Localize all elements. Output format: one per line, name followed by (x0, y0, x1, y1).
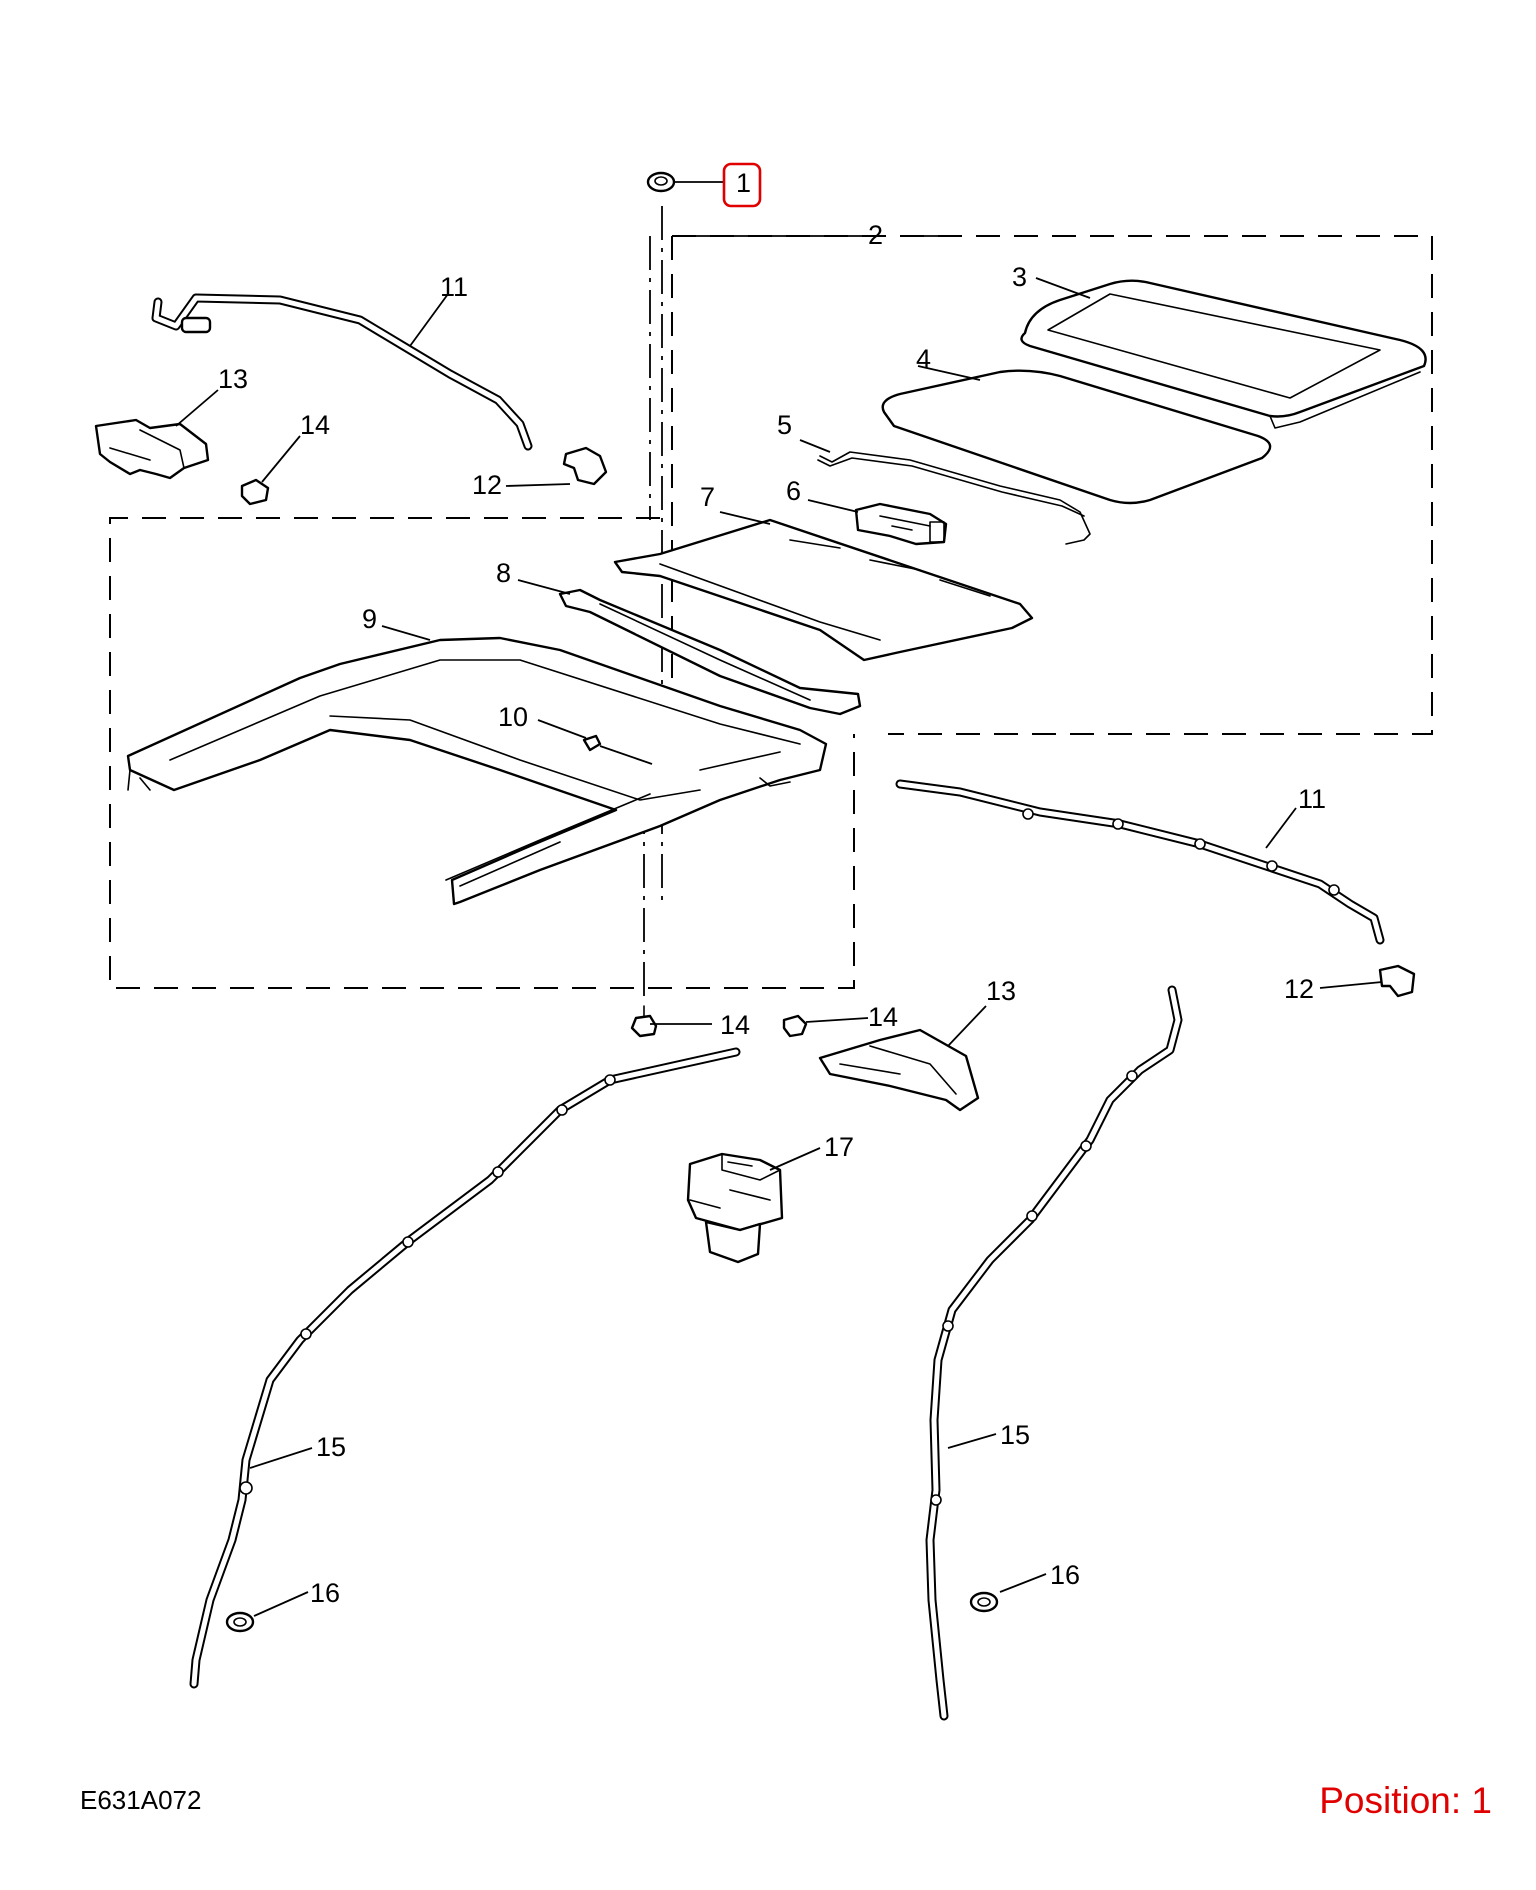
part-7-cover-panel[interactable] (613, 518, 1034, 662)
part-15-drain-hose-right[interactable] (925, 985, 1183, 1721)
callout-4[interactable]: 4 (916, 344, 931, 374)
callout-16-left[interactable]: 16 (310, 1578, 340, 1608)
part-15-drain-hose-left[interactable] (189, 1047, 741, 1689)
part-10-screw[interactable] (582, 734, 653, 765)
diagram-reference-code: E631A072 (80, 1785, 202, 1815)
part-16-grommet-left[interactable] (225, 1611, 255, 1633)
callout-11-right[interactable]: 11 (1298, 784, 1326, 814)
part-5-drive-cable[interactable] (817, 451, 1091, 545)
part-9-sunroof-frame[interactable] (126, 636, 828, 906)
callout-1[interactable]: 1 (736, 168, 751, 198)
part-12-elbow-left[interactable] (562, 446, 608, 486)
callout-14-center[interactable]: 14 (720, 1010, 750, 1040)
callout-9[interactable]: 9 (362, 604, 377, 634)
part-12-elbow-right[interactable] (1378, 964, 1416, 998)
part-8-seal-strip[interactable] (558, 588, 862, 716)
callout-10[interactable]: 10 (498, 702, 528, 732)
callout-1-highlight (722, 162, 762, 208)
assembly-boundary-upper (671, 235, 1433, 735)
callout-13-left[interactable]: 13 (218, 364, 248, 394)
callout-16-right[interactable]: 16 (1050, 1560, 1080, 1590)
part-13-bracket-right[interactable] (818, 1028, 980, 1112)
callout-15-left[interactable]: 15 (316, 1432, 346, 1462)
callout-3[interactable]: 3 (1012, 262, 1027, 292)
callout-5[interactable]: 5 (777, 410, 792, 440)
callout-13-right[interactable]: 13 (986, 976, 1016, 1006)
callout-14-right[interactable]: 14 (868, 1002, 898, 1032)
callout-2[interactable]: 2 (868, 220, 883, 250)
part-16-grommet-right[interactable] (969, 1591, 999, 1613)
part-4-sunshade[interactable] (881, 369, 1272, 505)
callout-11-upper[interactable]: 11 (440, 272, 468, 302)
part-11-drain-hose-front-left[interactable] (151, 293, 533, 451)
part-1-nut[interactable] (646, 171, 676, 193)
callout-labels: 1 2 3 4 5 6 7 8 9 10 11 11 12 12 13 13 1… (218, 168, 1326, 1608)
part-17-switch[interactable] (686, 1152, 784, 1264)
callout-15-right[interactable]: 15 (1000, 1420, 1030, 1450)
callout-14-left[interactable]: 14 (300, 410, 330, 440)
callout-8[interactable]: 8 (496, 558, 511, 588)
position-indicator: Position: 1 (1319, 1780, 1492, 1821)
leader-lines (175, 181, 1383, 1617)
callout-17[interactable]: 17 (824, 1132, 854, 1162)
part-14-bolt-left[interactable] (240, 478, 270, 506)
part-14-bolt-center[interactable] (630, 1005, 658, 1038)
callout-7[interactable]: 7 (700, 482, 715, 512)
part-13-bracket-left[interactable] (94, 418, 210, 480)
part-6-motor[interactable] (854, 502, 948, 546)
callout-12-left[interactable]: 12 (472, 470, 502, 500)
part-3-glass-panel[interactable] (1020, 279, 1427, 429)
callout-12-right[interactable]: 12 (1284, 974, 1314, 1004)
part-11-drain-hose-rear-right[interactable] (895, 779, 1385, 945)
callout-6[interactable]: 6 (786, 476, 801, 506)
part-14-bolt-right[interactable] (782, 1014, 808, 1038)
